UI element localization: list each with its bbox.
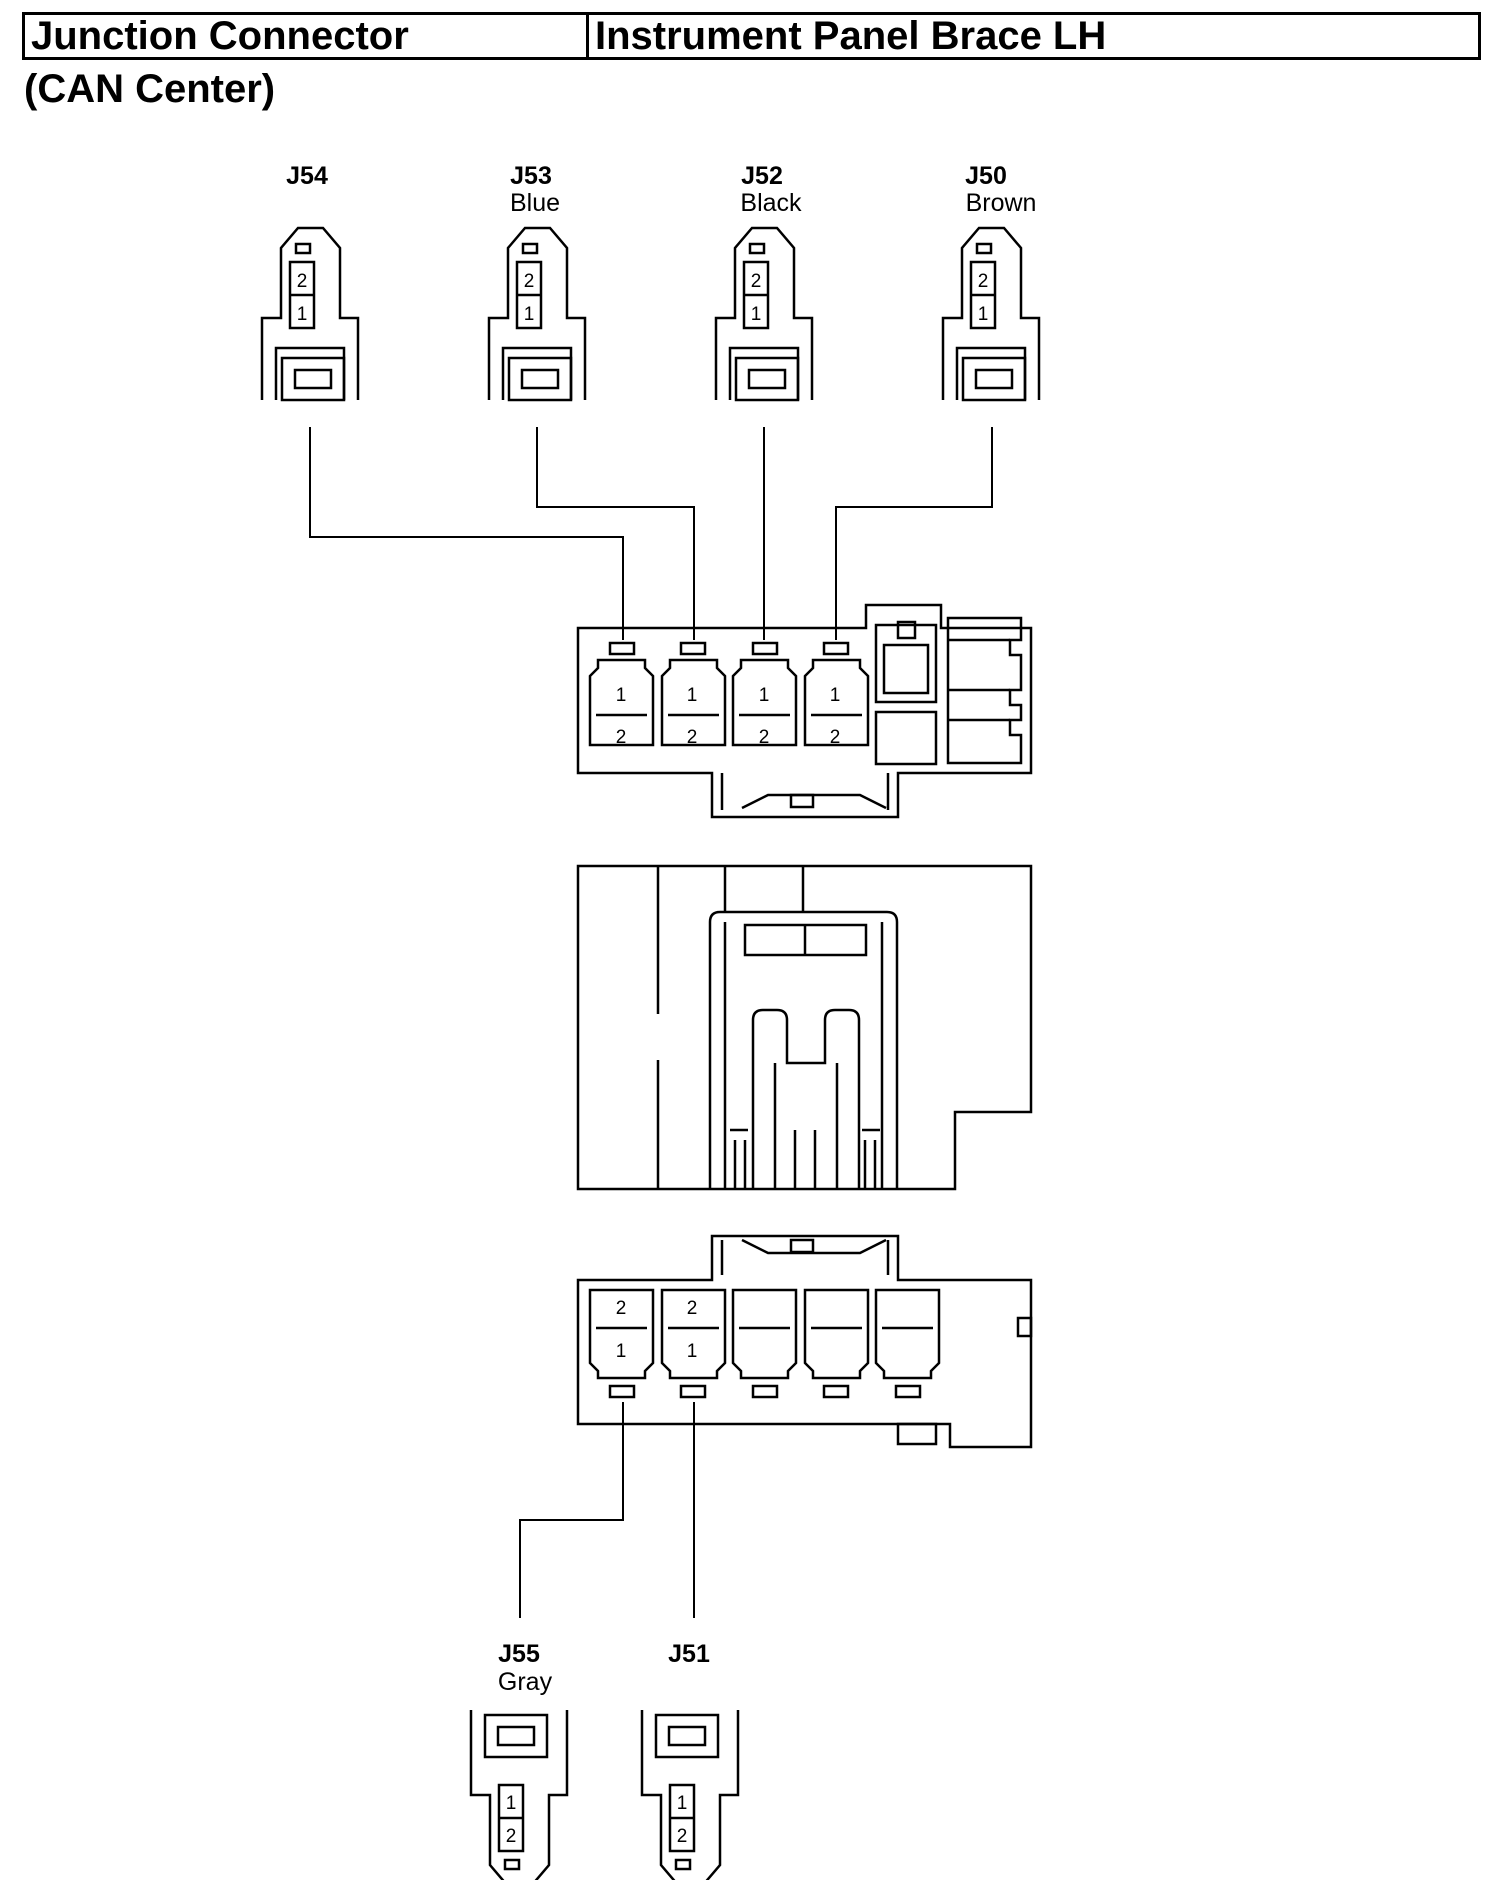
junction-connector-upper — [576, 603, 1033, 819]
wires-top — [309, 427, 993, 640]
label-j53-color: Blue — [510, 189, 560, 217]
label-j51: J51 — [668, 1640, 710, 1668]
connector-j55 — [469, 1710, 569, 1880]
title-table: Junction Connector Instrument Panel Brac… — [22, 12, 1481, 60]
pin-1: 1 — [978, 304, 989, 325]
label-j52-color: Black — [740, 189, 802, 217]
pin-2: 2 — [524, 271, 535, 292]
pin-2: 2 — [297, 271, 308, 292]
cavity-row-upper — [588, 641, 870, 747]
connector-j52 — [714, 226, 814, 402]
pin-2: 2 — [759, 727, 770, 748]
label-j53: J53 — [510, 162, 552, 190]
pin-1: 1 — [677, 1793, 688, 1814]
label-j55: J55 — [498, 1640, 540, 1668]
subtitle: (CAN Center) — [24, 67, 276, 111]
pin-1: 1 — [751, 304, 762, 325]
pin-2: 2 — [677, 1826, 688, 1847]
cavity-row-lower — [588, 1288, 941, 1399]
pin-1: 1 — [687, 685, 698, 706]
pin-2: 2 — [616, 1298, 627, 1319]
pin-1: 1 — [616, 1341, 627, 1362]
connector-j51 — [640, 1710, 740, 1880]
label-j52: J52 — [741, 162, 783, 190]
label-j54: J54 — [286, 162, 328, 190]
connector-j53 — [487, 226, 587, 402]
pin-1: 1 — [297, 304, 308, 325]
label-j50-color: Brown — [966, 189, 1037, 217]
title-right: Instrument Panel Brace LH — [595, 14, 1107, 58]
connector-j54 — [260, 226, 360, 402]
pin-2: 2 — [687, 1298, 698, 1319]
pin-1: 1 — [687, 1341, 698, 1362]
pin-2: 2 — [687, 727, 698, 748]
pin-1: 1 — [506, 1793, 517, 1814]
connector-j50 — [941, 226, 1041, 402]
pin-2: 2 — [616, 727, 627, 748]
wires-bottom — [519, 1402, 695, 1618]
pin-1: 1 — [524, 304, 535, 325]
pin-2: 2 — [978, 271, 989, 292]
label-j50: J50 — [965, 162, 1007, 190]
junction-connector-lower — [576, 1234, 1033, 1449]
label-j55-color: Gray — [498, 1668, 553, 1696]
junction-connector-side-view — [576, 864, 1033, 1191]
title-left: Junction Connector — [25, 15, 589, 57]
pin-1: 1 — [830, 685, 841, 706]
pin-2: 2 — [506, 1826, 517, 1847]
pin-2: 2 — [751, 271, 762, 292]
pin-2: 2 — [830, 727, 841, 748]
pin-1: 1 — [759, 685, 770, 706]
pin-1: 1 — [616, 685, 627, 706]
